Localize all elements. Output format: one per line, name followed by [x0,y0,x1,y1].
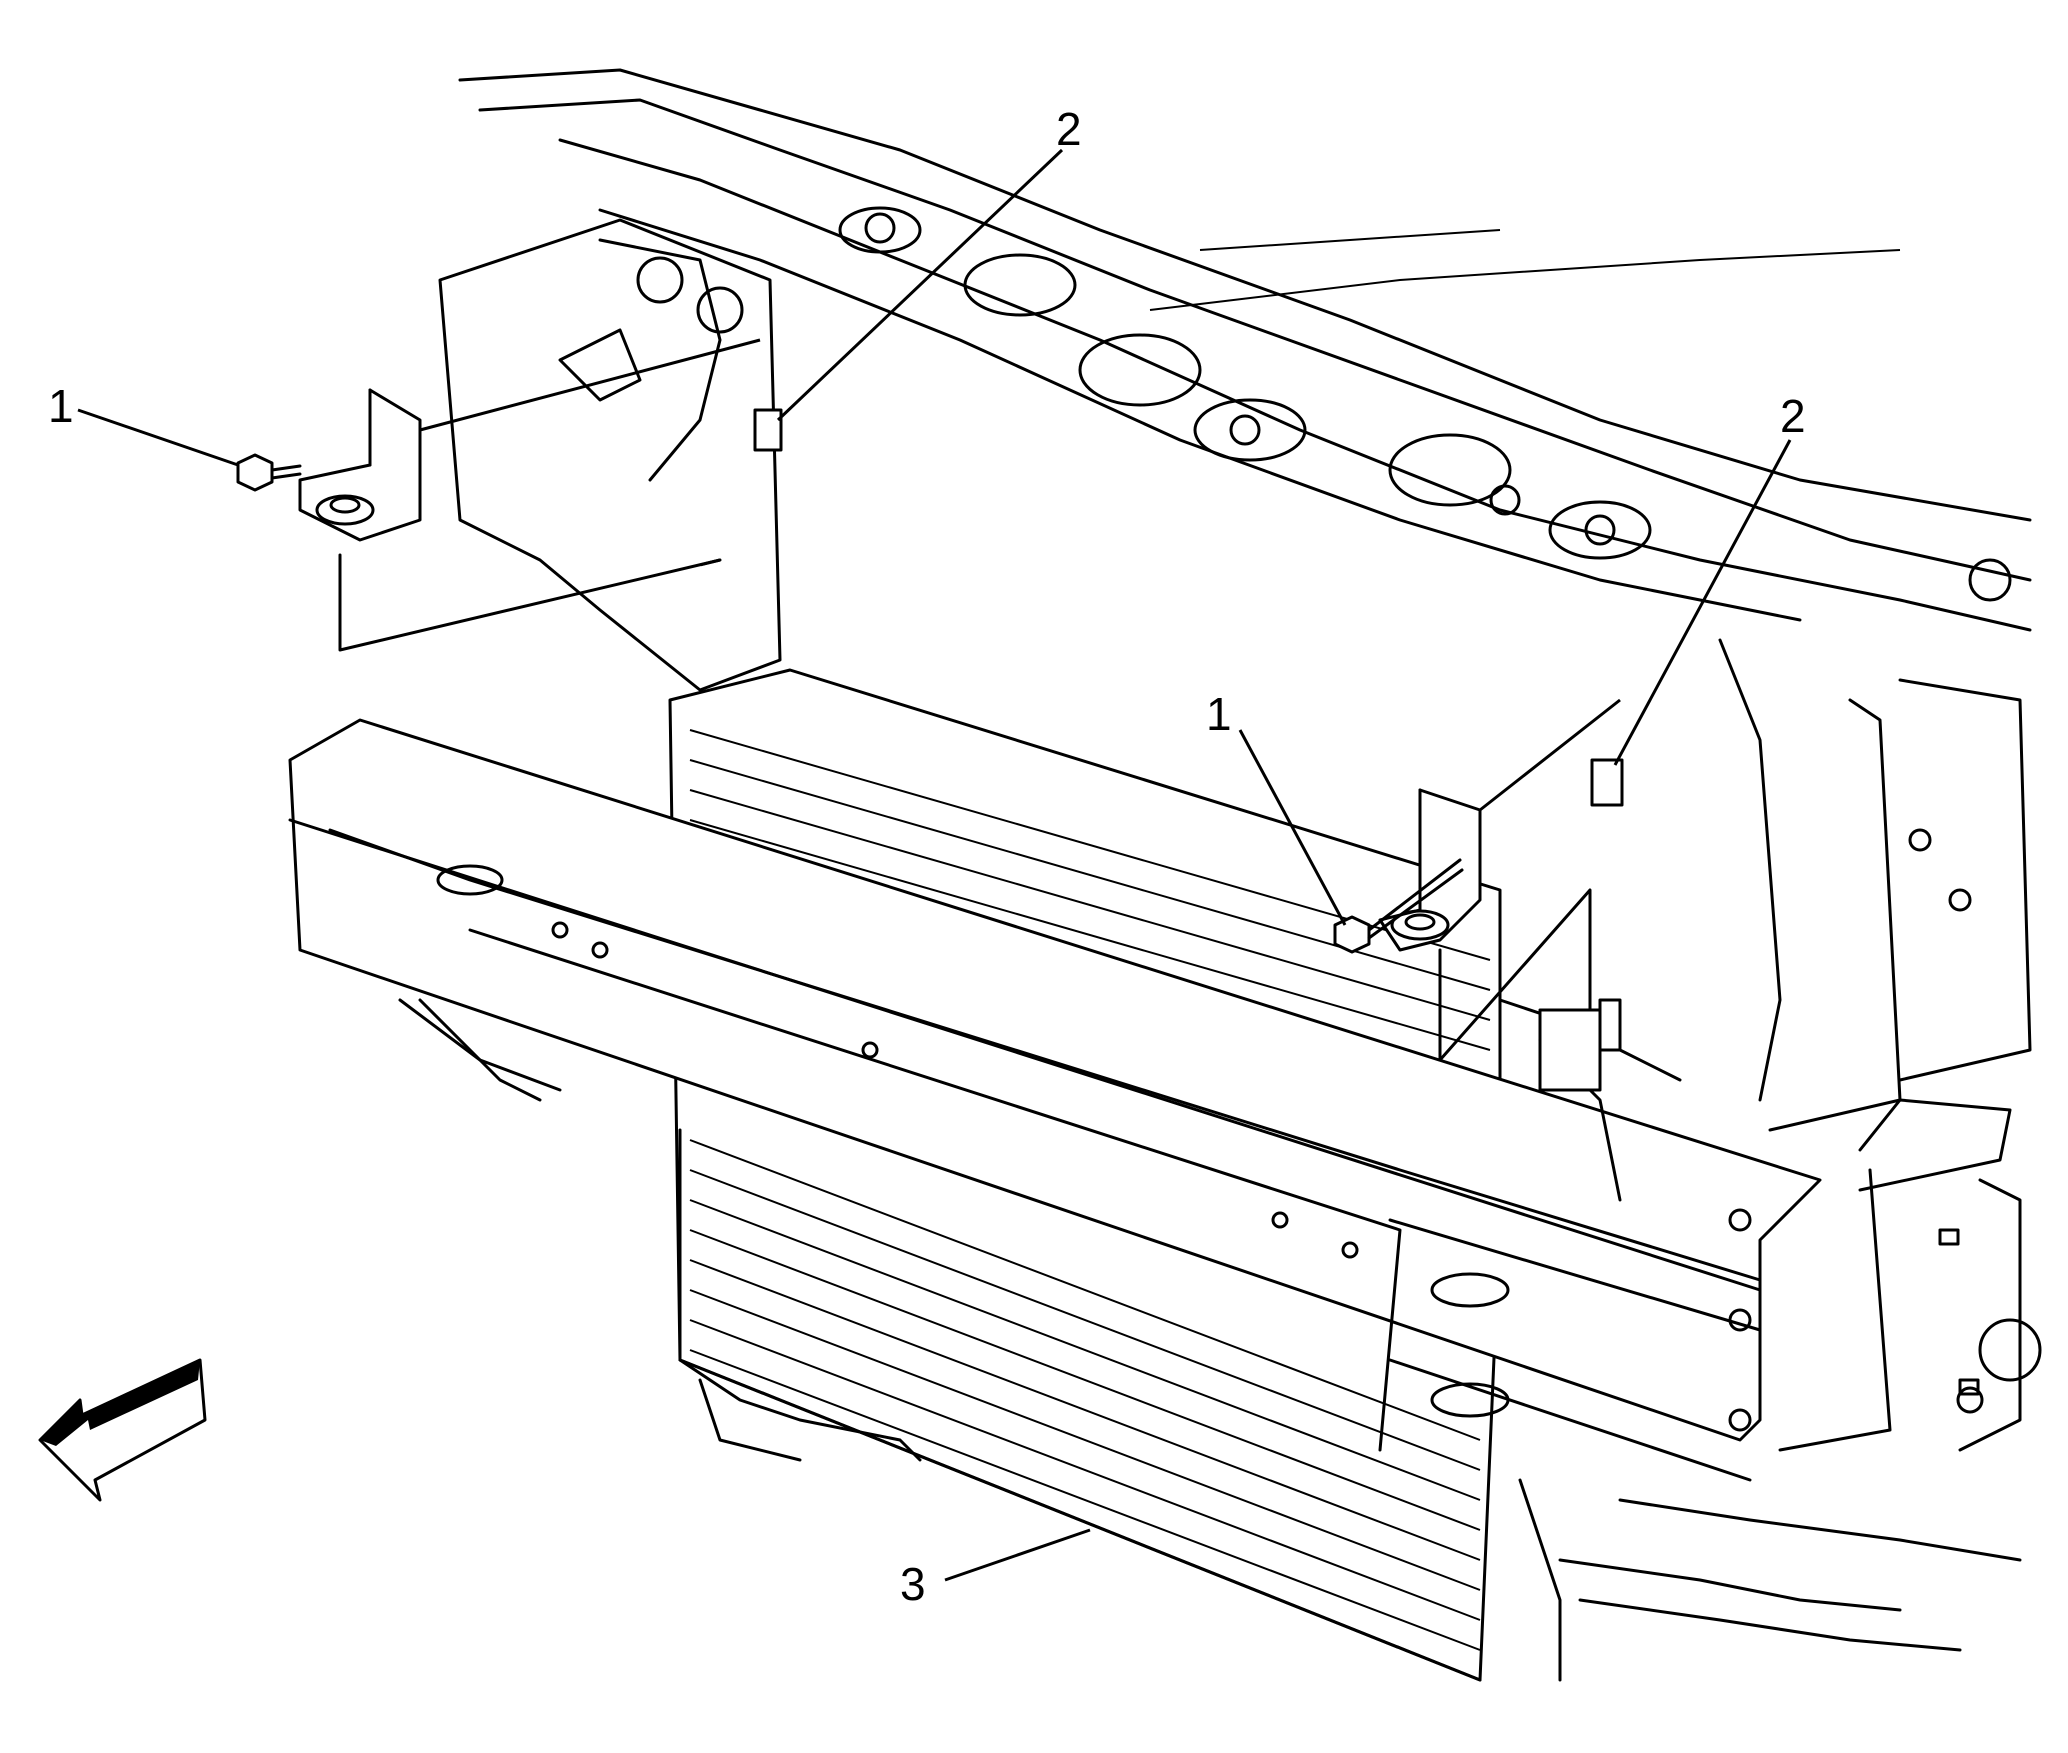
left-side-panel [438,218,782,692]
callout-2-right: 2 [1780,390,1806,442]
cooler-lines [1498,998,2022,1682]
right-mounting-bracket [1378,698,1621,1062]
front-direction-arrow [38,1358,207,1502]
left-bolt [236,453,302,492]
right-clip [1590,758,1624,807]
callout-1-left: 1 [48,380,74,432]
callout-leaders [77,148,1792,1582]
left-mounting-bracket [298,338,761,652]
right-bolt [1333,858,1464,954]
callout-3: 3 [900,1558,926,1610]
lower-air-deflector [418,998,922,1462]
bumper-impact-bar [288,718,1822,1482]
callout-2-left: 2 [1056,103,1082,155]
upper-radiator-support [458,68,2032,632]
callout-1-right: 1 [1206,688,1232,740]
right-side-frame [1718,638,2042,1452]
left-clip [753,408,783,452]
